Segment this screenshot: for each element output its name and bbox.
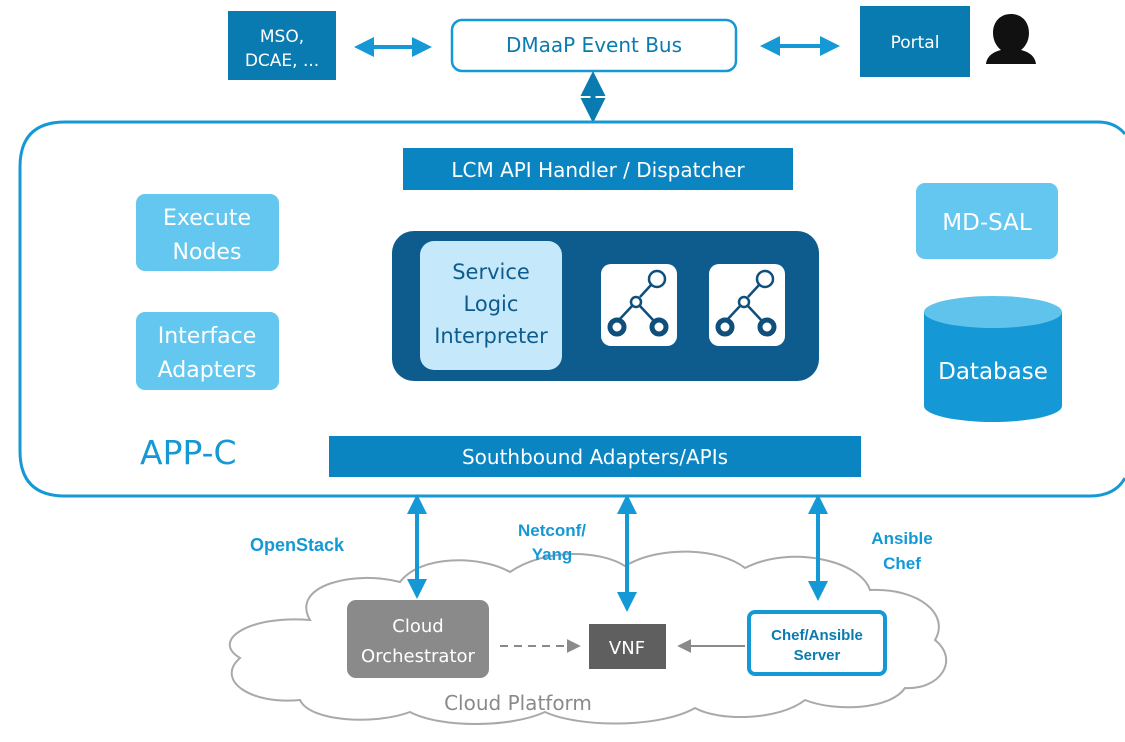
chef-label: Chef xyxy=(883,554,921,573)
vnf-box: VNF xyxy=(589,624,666,669)
cloud-platform-label: Cloud Platform xyxy=(444,691,592,715)
netconf-label: Netconf/ xyxy=(518,521,586,540)
lcm-label: LCM API Handler / Dispatcher xyxy=(451,158,745,182)
execute-label: Execute xyxy=(163,206,251,231)
dcae-label: DCAE, ... xyxy=(245,51,319,71)
yang-label: Yang xyxy=(532,545,573,564)
database-cylinder: Database xyxy=(924,296,1062,422)
cloud-label: Cloud xyxy=(392,616,443,637)
interface-adapters-box: Interface Adapters xyxy=(136,312,279,390)
server-label: Server xyxy=(794,647,841,664)
graph-tree-icon xyxy=(709,264,785,346)
chef-ansible-server-box: Chef/Ansible Server xyxy=(747,610,887,676)
mso-label: MSO, xyxy=(260,27,304,47)
cloud-orchestrator-box: Cloud Orchestrator xyxy=(347,600,489,678)
event-bus-box: DMaaP Event Bus xyxy=(450,18,738,73)
md-sal-box: MD-SAL xyxy=(916,183,1058,259)
mso-dcae-box: MSO, DCAE, ... xyxy=(228,11,336,80)
interface-label: Interface xyxy=(158,324,257,349)
lcm-api-handler: LCM API Handler / Dispatcher xyxy=(403,148,793,190)
person-icon xyxy=(986,14,1036,64)
execute-nodes-box: Execute Nodes xyxy=(136,194,279,271)
chef-ansible-label: Chef/Ansible xyxy=(771,627,863,644)
portal-box: Portal xyxy=(860,6,970,77)
md-sal-label: MD-SAL xyxy=(942,210,1032,236)
appc-title: APP-C xyxy=(140,433,237,472)
openstack-label: OpenStack xyxy=(250,535,345,555)
graph-tree-icon xyxy=(601,264,677,346)
southbound-adapters: Southbound Adapters/APIs xyxy=(329,436,861,477)
ansible-label: Ansible xyxy=(871,529,932,548)
adapters-label: Adapters xyxy=(158,358,257,383)
sli-logic-label: Logic xyxy=(464,292,519,316)
vnf-label: VNF xyxy=(609,638,645,659)
appc-container xyxy=(18,120,1125,498)
sli-interpreter-label: Interpreter xyxy=(434,324,548,348)
portal-label: Portal xyxy=(891,33,940,53)
southbound-label: Southbound Adapters/APIs xyxy=(462,445,728,469)
event-bus-label: DMaaP Event Bus xyxy=(506,33,682,57)
sli-service-label: Service xyxy=(452,260,530,284)
database-label: Database xyxy=(938,359,1048,385)
orchestrator-label: Orchestrator xyxy=(361,646,475,667)
nodes-label: Nodes xyxy=(173,240,242,265)
